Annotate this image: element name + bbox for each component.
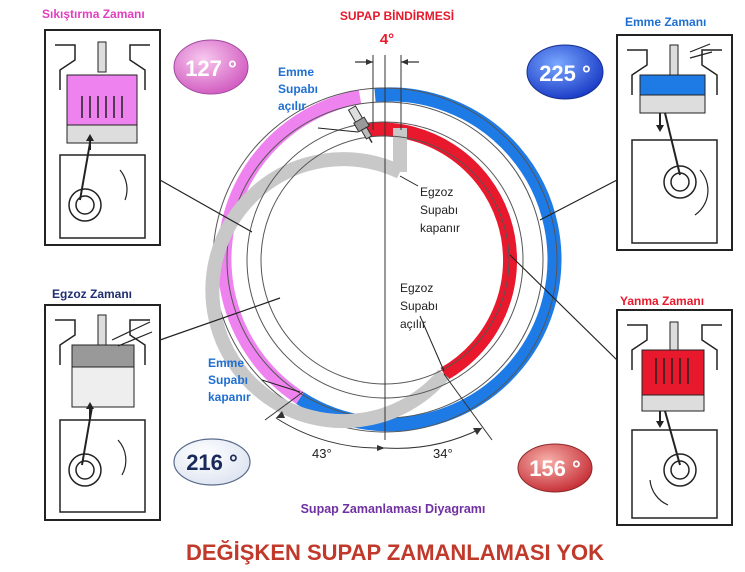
intake-close-note: Emme Supabı kapanır xyxy=(208,356,251,404)
compression-arc xyxy=(217,90,362,404)
engine-exhaust-illustration xyxy=(44,304,161,521)
angle-right: 34° xyxy=(433,446,453,461)
exhaust-open-note: Egzoz Supabı açılır xyxy=(400,281,441,331)
compression-angle: 127 ° xyxy=(185,56,237,81)
exhaust-title: Egzoz Zamanı xyxy=(52,287,132,301)
exhaust-arc xyxy=(205,152,450,429)
engine-intake-illustration xyxy=(616,34,733,251)
power-angle-bubble xyxy=(517,443,593,493)
power-arc xyxy=(364,122,517,381)
spark-plug-icon xyxy=(347,105,373,144)
diagram-caption: Supap Zamanlaması Diyagramı xyxy=(301,502,486,516)
intake-angle: 225 ° xyxy=(539,61,591,86)
exhaust-close-note: Egzoz Supabı kapanır xyxy=(420,185,461,235)
compression-title: Sıkıştırma Zamanı xyxy=(42,7,145,21)
overlap-angle: 4° xyxy=(380,31,394,48)
intake-open-note: Emme Supabı açılır xyxy=(278,65,321,113)
angle-left: 43° xyxy=(312,446,332,461)
intake-angle-bubble xyxy=(526,44,604,100)
engine-power-illustration xyxy=(616,309,733,526)
exhaust-angle-bubble xyxy=(173,438,251,486)
exhaust-angle: 216 ° xyxy=(186,450,238,475)
intake-title: Emme Zamanı xyxy=(625,15,706,29)
power-angle: 156 ° xyxy=(529,456,581,481)
engine-compression-illustration xyxy=(44,29,161,246)
overlap-title: SUPAP BİNDİRMESİ xyxy=(340,8,454,23)
compression-angle-bubble xyxy=(173,39,249,95)
power-title: Yanma Zamanı xyxy=(620,294,704,308)
intake-arc xyxy=(296,87,562,432)
footer-title: DEĞİŞKEN SUPAP ZAMANLAMASI YOK xyxy=(186,540,604,565)
